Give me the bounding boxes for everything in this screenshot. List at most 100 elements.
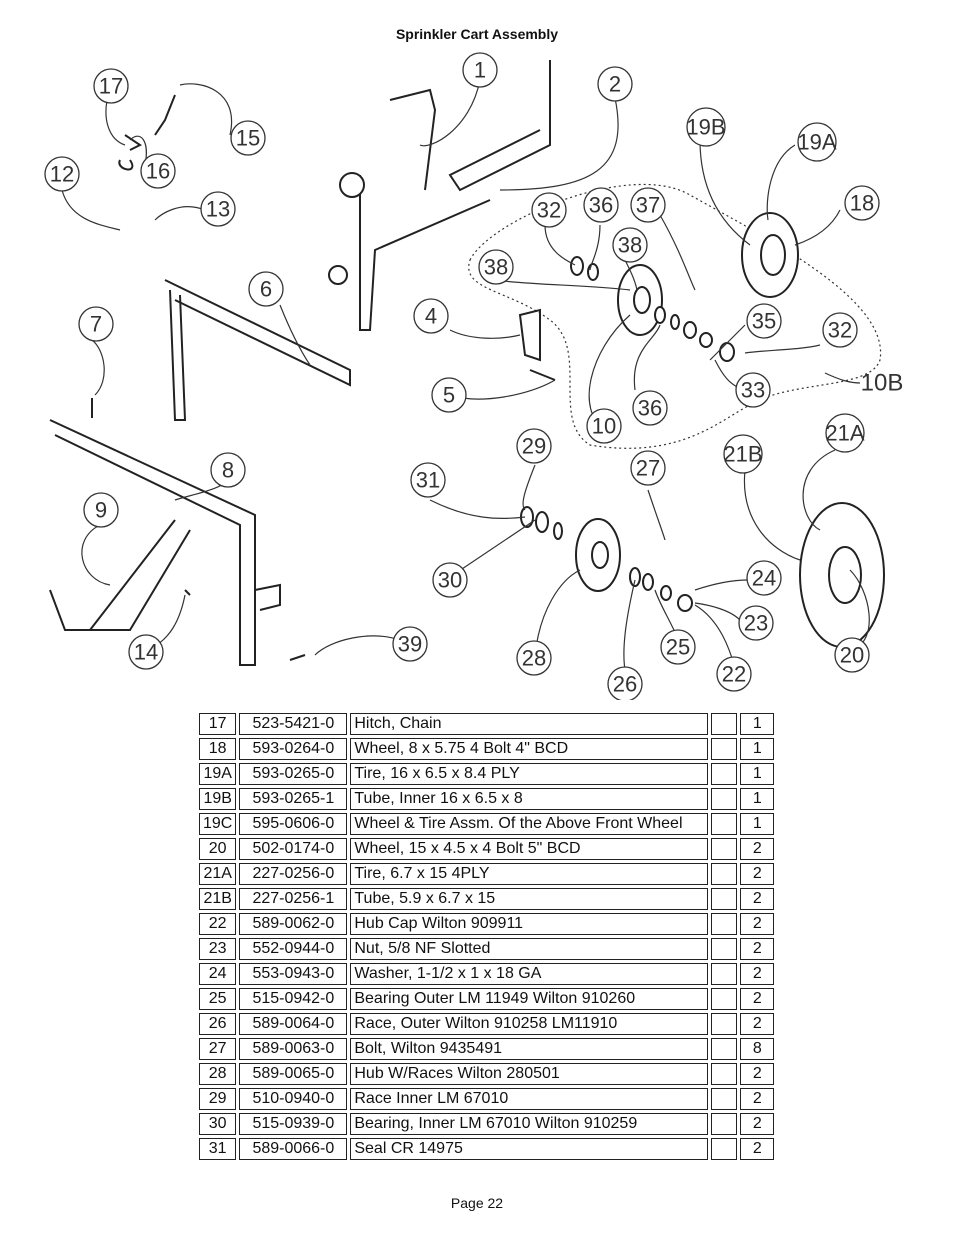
quantity-cell: 2: [740, 1113, 775, 1135]
callout-36-lower: 36: [632, 390, 668, 426]
blank-cell: [711, 713, 738, 735]
callout-2: 2: [597, 66, 633, 102]
item-number-cell: 22: [199, 913, 237, 935]
callout-37: 37: [630, 187, 666, 223]
item-number-cell: 19C: [199, 813, 237, 835]
callout-25: 25: [660, 629, 696, 665]
svg-text:38: 38: [618, 233, 642, 258]
svg-text:36: 36: [589, 193, 613, 218]
svg-text:39: 39: [398, 632, 422, 657]
quantity-cell: 8: [740, 1038, 775, 1060]
part-number-cell: 593-0265-1: [239, 788, 348, 810]
part-number-cell: 589-0063-0: [239, 1038, 348, 1060]
part-number-cell: 227-0256-0: [239, 863, 348, 885]
svg-text:19A: 19A: [797, 130, 836, 155]
item-number-cell: 28: [199, 1063, 237, 1085]
callout-21A: 21A: [825, 413, 865, 453]
description-cell: Hub Cap Wilton 909911: [350, 913, 709, 935]
blank-cell: [711, 888, 738, 910]
svg-text:9: 9: [95, 498, 107, 523]
callout-20: 20: [834, 637, 870, 673]
item-number-cell: 25: [199, 988, 237, 1010]
callout-39: 39: [392, 626, 428, 662]
item-number-cell: 18: [199, 738, 237, 760]
blank-cell: [711, 838, 738, 860]
svg-text:7: 7: [90, 312, 102, 337]
quantity-cell: 1: [740, 788, 775, 810]
description-cell: Hub W/Races Wilton 280501: [350, 1063, 709, 1085]
description-cell: Tire, 16 x 6.5 x 8.4 PLY: [350, 763, 709, 785]
quantity-cell: 2: [740, 963, 775, 985]
svg-text:2: 2: [609, 72, 621, 97]
blank-cell: [711, 788, 738, 810]
svg-text:12: 12: [50, 162, 74, 187]
svg-text:16: 16: [146, 159, 170, 184]
callout-35: 35: [746, 303, 782, 339]
blank-cell: [711, 1113, 738, 1135]
part-number-cell: 589-0065-0: [239, 1063, 348, 1085]
callout-5: 5: [431, 377, 467, 413]
exploded-parts-diagram: 17 1 2 15 16 12 13 19B 19A 18 32 36 37 3…: [44, 52, 904, 700]
svg-text:1: 1: [474, 58, 486, 83]
callout-24: 24: [746, 560, 782, 596]
page-number: Page 22: [450, 1195, 504, 1211]
quantity-cell: 2: [740, 1013, 775, 1035]
item-number-cell: 26: [199, 1013, 237, 1035]
svg-text:28: 28: [522, 646, 546, 671]
quantity-cell: 2: [740, 1063, 775, 1085]
quantity-cell: 2: [740, 938, 775, 960]
callout-10B: 10B: [861, 370, 904, 397]
svg-text:20: 20: [840, 643, 864, 668]
blank-cell: [711, 1138, 738, 1160]
item-number-cell: 19B: [199, 788, 237, 810]
quantity-cell: 2: [740, 1138, 775, 1160]
front-hub-drawing: [617, 264, 663, 336]
callout-31: 31: [410, 462, 446, 498]
callout-32-right: 32: [822, 312, 858, 348]
rear-hub-drawing: [575, 518, 621, 592]
quantity-cell: 2: [740, 863, 775, 885]
blank-cell: [711, 913, 738, 935]
description-cell: Washer, 1-1/2 x 1 x 18 GA: [350, 963, 709, 985]
svg-text:33: 33: [741, 378, 765, 403]
callout-36: 36: [583, 187, 619, 223]
small-parts-drawing: [91, 159, 735, 661]
part-number-cell: 589-0064-0: [239, 1013, 348, 1035]
callout-18: 18: [844, 185, 880, 221]
description-cell: Bearing, Inner LM 67010 Wilton 910259: [350, 1113, 709, 1135]
part-number-cell: 589-0062-0: [239, 913, 348, 935]
svg-text:38: 38: [484, 255, 508, 280]
svg-text:10B: 10B: [861, 370, 904, 397]
description-cell: Bolt, Wilton 9435491: [350, 1038, 709, 1060]
svg-text:26: 26: [613, 672, 637, 697]
svg-text:10: 10: [592, 414, 616, 439]
callout-19A: 19A: [797, 122, 837, 162]
svg-text:8: 8: [222, 458, 234, 483]
quantity-cell: 2: [740, 838, 775, 860]
part-number-cell: 593-0265-0: [239, 763, 348, 785]
svg-text:21B: 21B: [723, 442, 762, 467]
item-number-cell: 21B: [199, 888, 237, 910]
callout-38-left: 38: [478, 249, 514, 285]
item-number-cell: 19A: [199, 763, 237, 785]
part-number-cell: 553-0943-0: [239, 963, 348, 985]
svg-text:21A: 21A: [825, 421, 864, 446]
blank-cell: [711, 1013, 738, 1035]
svg-text:22: 22: [722, 662, 746, 687]
quantity-cell: 2: [740, 1088, 775, 1110]
tongue-drawing: [49, 519, 191, 631]
callout-22: 22: [716, 656, 752, 692]
blank-cell: [711, 763, 738, 785]
